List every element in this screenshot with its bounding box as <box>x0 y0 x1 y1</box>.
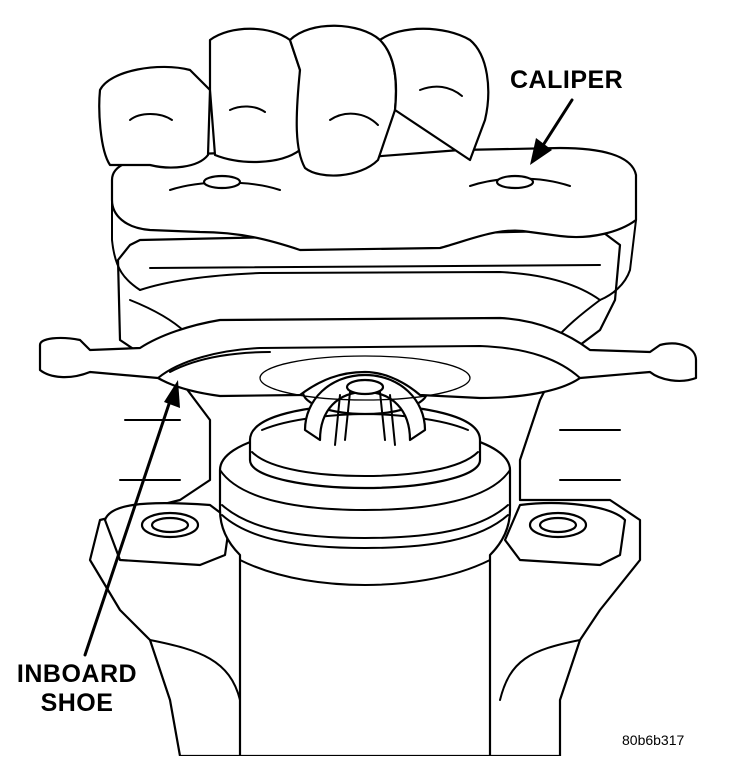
caliper-bridge <box>110 146 638 301</box>
caliper-arrow <box>530 98 574 165</box>
inboard-shoe-label-line1: INBOARD <box>16 660 138 688</box>
mounting-boss-right <box>503 502 627 567</box>
inboard-shoe-label: INBOARD SHOE <box>12 660 142 718</box>
inboard-shoe-arrow <box>83 380 180 657</box>
piston-cylinder <box>218 403 512 758</box>
mounting-boss-left <box>103 502 232 567</box>
inboard-shoe-label-line2: SHOE <box>40 689 114 717</box>
hand-fingers <box>98 24 490 177</box>
figure-id: 80b6b317 <box>622 732 685 748</box>
caliper-label: CALIPER <box>510 66 624 94</box>
inboard-shoe <box>38 316 698 401</box>
